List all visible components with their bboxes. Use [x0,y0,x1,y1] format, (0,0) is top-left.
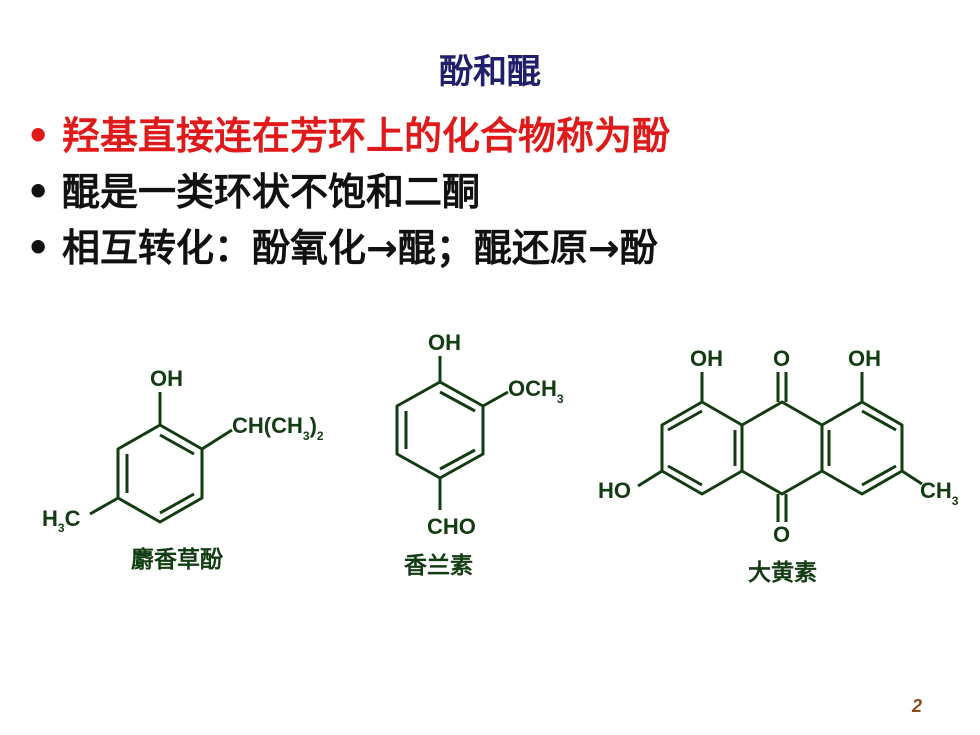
emodin-double-bond [667,409,703,432]
emodin-right-ring [820,400,904,496]
emodin-ho-bond [637,469,663,488]
thymol-oh-label: OH [150,366,183,391]
emodin-methyl-bond [901,469,923,486]
thymol-double-bond [159,433,195,456]
emodin-structure [637,372,923,522]
page-number: 2 [911,696,922,716]
vanillin-methoxy-bond [482,390,509,408]
emodin-oxygen-bottom-label: O [773,522,790,547]
vanillin-oh-label: OH [428,330,461,355]
emodin-double-bond [667,464,703,487]
emodin-oxygen-top-label: O [773,346,790,371]
thymol-ring [116,423,204,524]
bullet-marker: • [26,226,51,270]
bullet-text: 相互转化：酚氧化→醌；醌还原→酚 [62,226,658,270]
vanillin-double-bond [439,390,476,413]
emodin-oh-left-label: OH [690,346,723,371]
emodin-ho-label: HO [598,478,631,503]
emodin-double-bond [861,464,897,487]
bullet-marker: • [26,114,51,158]
vanillin-name: 香兰素 [404,552,473,578]
vanillin-double-bond [439,448,476,471]
bullet-interconversion: • 相互转化：酚氧化→醌；醌还原→酚 [22,220,670,276]
thymol-isopropyl-bond [201,428,233,451]
thymol-structure [89,392,233,524]
vanillin-methoxy-label: OCH3 [508,376,564,406]
thymol-double-bond [159,492,195,515]
bullet-text: 羟基直接连在芳环上的化合物称为酚 [62,114,671,158]
vanillin-ring [395,380,485,480]
thymol-name: 麝香草酚 [131,546,224,572]
bullet-definition-phenol: • 羟基直接连在芳环上的化合物称为酚 [22,108,670,164]
bullet-definition-quinone: • 醌是一类环状不饱和二酮 [22,164,670,220]
emodin-left-ring [660,400,744,496]
vanillin-structure [395,356,509,510]
slide-title: 酚和醌 [439,52,541,92]
thymol-methyl-label: H3C [42,506,81,535]
bullet-list: • 羟基直接连在芳环上的化合物称为酚 • 醌是一类环状不饱和二酮 • 相互转化：… [22,108,670,276]
emodin-central-ring [741,400,823,496]
bullet-marker: • [26,170,51,214]
vanillin-aldehyde-label: CHO [427,514,476,539]
thymol-methyl-bond [89,496,119,516]
emodin-double-bond [861,409,897,432]
thymol-isopropyl-label: CH(CH3)2 [232,413,324,443]
emodin-name: 大黄素 [748,559,817,585]
chemical-structures: OH CH(CH3)2 H3C 麝香草酚 OH OCH3 CHO 香兰素 [42,330,959,585]
bullet-text: 醌是一类环状不饱和二酮 [62,170,481,214]
emodin-methyl-label: CH3 [920,478,959,508]
emodin-oh-right-label: OH [848,346,881,371]
